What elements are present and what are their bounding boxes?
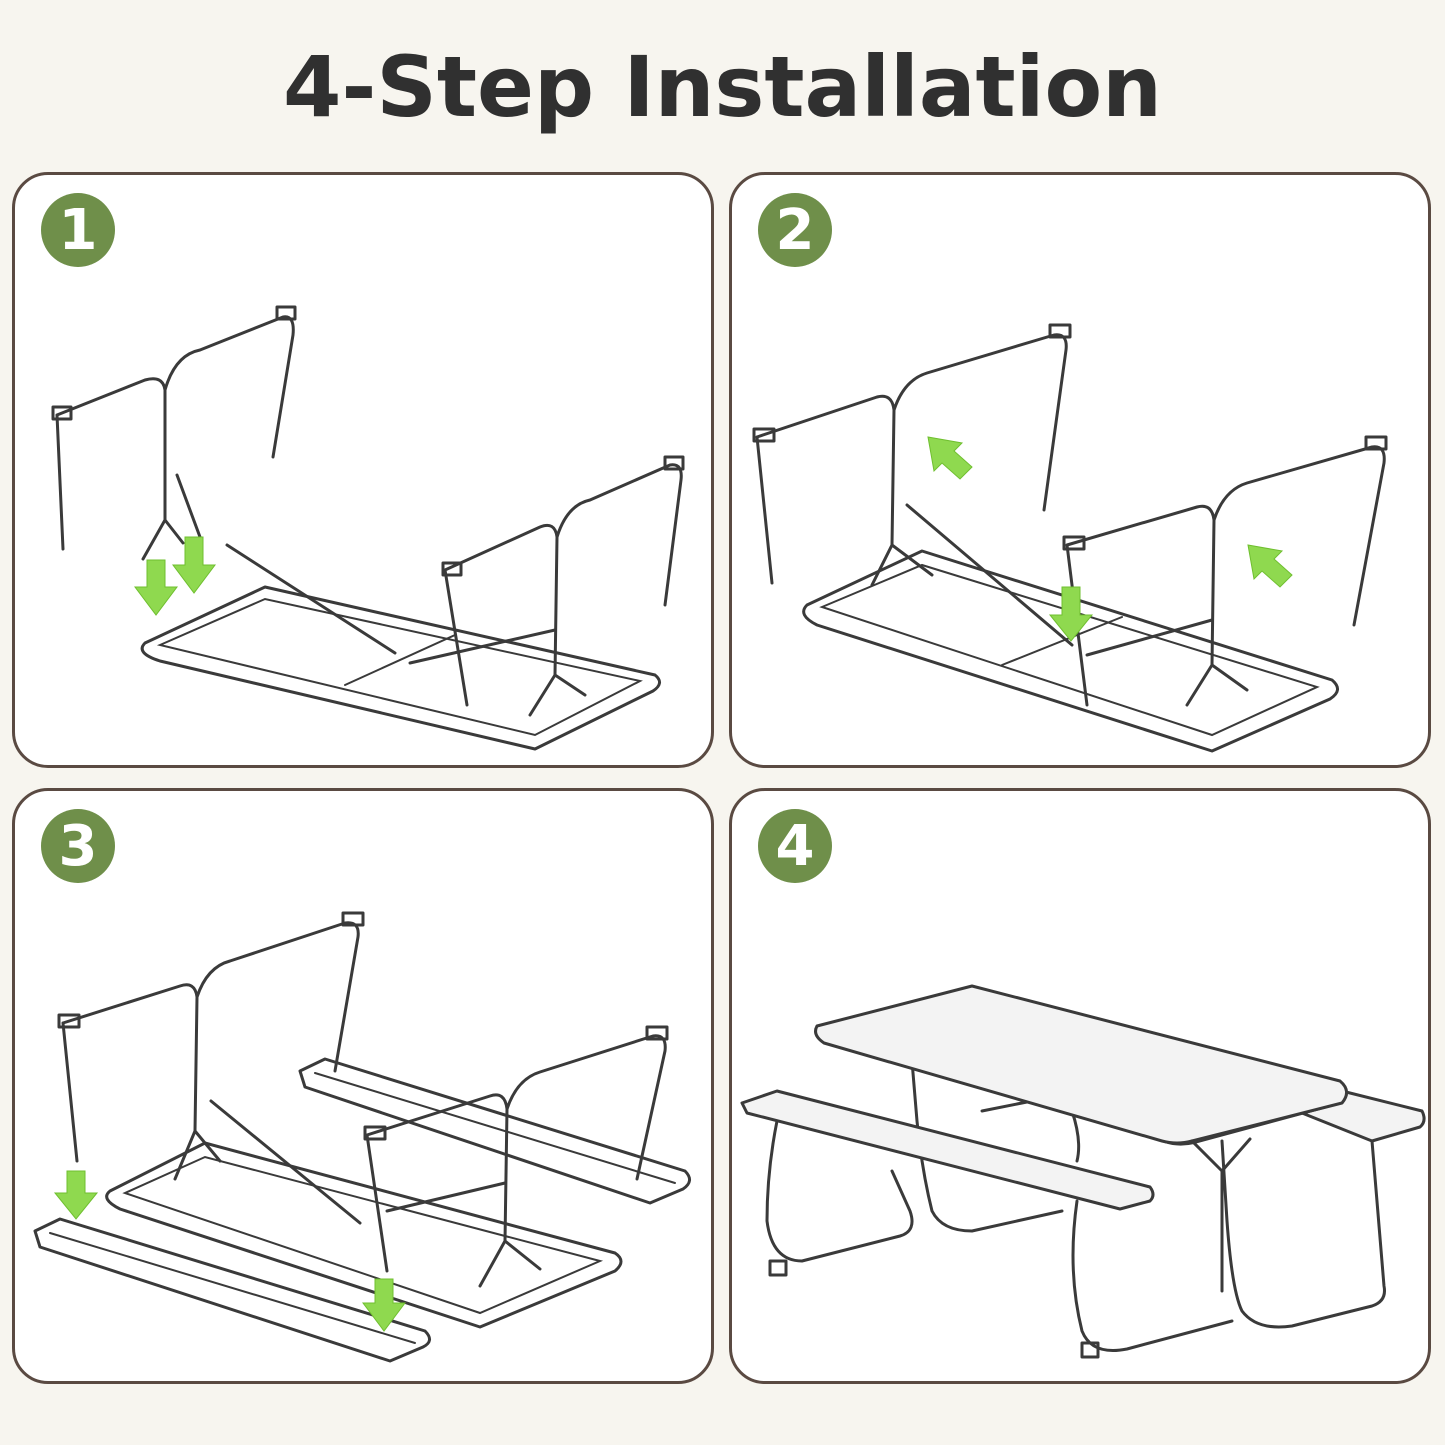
step-4-badge: 4 — [758, 809, 832, 883]
down-arrow-icon — [362, 1278, 406, 1332]
step-1-panel: 1 — [12, 172, 714, 768]
step-1-badge: 1 — [41, 193, 115, 267]
step-3-illustration — [33, 911, 691, 1363]
down-arrow-icon — [53, 1170, 99, 1220]
step-2-panel: 2 — [729, 172, 1431, 768]
down-arrow-icon — [1048, 586, 1094, 642]
step-1-illustration — [51, 305, 685, 751]
diagonal-arrow-icon — [927, 436, 973, 480]
down-arrow-icon — [134, 559, 178, 616]
step-3-panel: 3 — [12, 788, 714, 1384]
step-2-badge: 2 — [758, 193, 832, 267]
diagonal-arrow-icon — [1247, 544, 1293, 588]
page-title: 4-Step Installation — [283, 38, 1162, 136]
down-arrow-icon — [172, 536, 216, 594]
step-2-illustration — [752, 323, 1388, 753]
step-4-panel: 4 — [729, 788, 1431, 1384]
step-3-badge: 3 — [41, 809, 115, 883]
step-4-illustration — [740, 984, 1426, 1359]
